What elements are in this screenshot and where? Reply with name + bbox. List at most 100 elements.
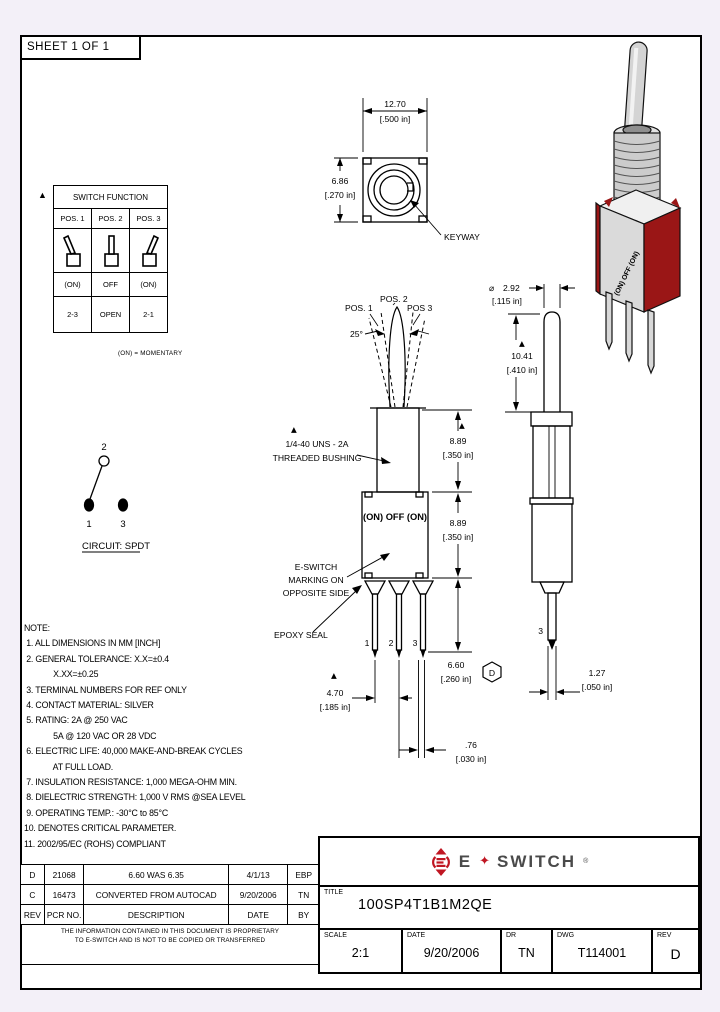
title-label: TITLE (324, 889, 344, 896)
pos2-label: POS. 2 (380, 294, 408, 304)
dim-actuator-dia-in: [.115 in] (492, 296, 522, 306)
momentary-footnote: (ON) = MOMENTARY (118, 350, 183, 357)
scale-label: SCALE (324, 932, 347, 939)
dim-pin-width-mm: .76 (465, 740, 477, 750)
drafter-label: DR (506, 932, 517, 939)
note-line: 11. 2002/95/EC (ROHS) COMPLIANT (24, 838, 166, 849)
dim-pin-span-in: [.185 in] (320, 702, 351, 712)
note-line: 1. ALL DIMENSIONS IN MM [INCH] (24, 638, 161, 649)
dim-top-width-in: [.500 in] (380, 114, 411, 124)
proprietary-line1: THE INFORMATION CONTAINED IN THIS DOCUME… (60, 928, 280, 935)
rev-label: REV (657, 932, 672, 939)
circuit-terminal-3: 3 (120, 519, 125, 530)
note-line: 7. INSULATION RESISTANCE: 1,000 MEGA-OHM… (24, 777, 237, 788)
title-block: E ✦ SWITCH ® TITLE 100SP4T1B1M2QE SCALE … (318, 836, 700, 974)
switch-function-table: SWITCH FUNCTION POS. 1 POS. 2 POS. 3 (ON… (53, 185, 168, 333)
note-line: 8. DIELECTRIC STRENGTH: 1,000 V RMS @SEA… (24, 792, 246, 803)
function-table-state1: (ON) (53, 272, 92, 297)
critical-marker-table-icon: ▲ (38, 190, 47, 200)
function-table-state3: (ON) (129, 272, 168, 297)
dim-pin-span-mm: 4.70 (327, 688, 344, 698)
terminal-2-label: 2 (389, 638, 394, 648)
note-line: NOTE: (24, 623, 50, 633)
circuit-label: CIRCUIT: SPDT (82, 541, 150, 552)
switch-photo: (ON) OFF (ON) (595, 41, 682, 375)
table-row: D 21068 6.60 WAS 6.35 4/1/13 EBP (20, 864, 320, 885)
keyway-label: KEYWAY (444, 232, 480, 242)
throw-angle-label: 25° (350, 329, 363, 339)
dim-body-height-in: [.350 in] (443, 532, 474, 542)
by-cell: EBP (287, 864, 320, 885)
dim-actuator-len-mm: 10.41 (511, 351, 533, 361)
drafter-cell: DR TN (502, 930, 553, 974)
dim-body-height-mm: 8.89 (450, 518, 467, 528)
function-table-pos1: POS. 1 (53, 208, 92, 229)
pos1-label: POS. 1 (345, 303, 373, 313)
function-table-conn2: OPEN (91, 296, 130, 333)
note-line: 4. CONTACT MATERIAL: SILVER (24, 700, 154, 711)
pcr-cell: 16473 (43, 884, 85, 905)
date-cell: 4/1/13 (227, 864, 289, 885)
rev-cell: D (20, 864, 45, 885)
note-line: 2. GENERAL TOLERANCE: X.X=±0.4 (24, 653, 169, 664)
note-line: AT FULL LOAD. (24, 761, 114, 772)
critical-marker-bushing-note-icon: ▲ (291, 425, 297, 434)
rev-header-cell: REV (20, 904, 45, 925)
marking-note-line3: OPPOSITE SIDE (283, 588, 350, 598)
terminal-3-label: 3 (413, 638, 418, 648)
toggle-left-icon (53, 228, 92, 273)
part-number: 100SP4T1B1M2QE (358, 897, 493, 913)
date-header-cell: DATE (227, 904, 289, 925)
dim-bushing-height-mm: 8.89 (450, 436, 467, 446)
scale-value: 2:1 (351, 946, 370, 960)
side-view (505, 284, 580, 700)
marking-note-line1: E-SWITCH (295, 562, 338, 572)
note-line: 3. TERMINAL NUMBERS FOR REF ONLY (24, 684, 187, 695)
brand-name-switch: SWITCH (497, 851, 577, 871)
note-line: 5A @ 120 VAC OR 28 VDC (24, 730, 157, 741)
note-line: X.XX=±0.25 (24, 669, 99, 680)
sheet-number-label: SHEET 1 OF 1 (20, 35, 141, 60)
rev-value: D (670, 946, 681, 962)
top-view (334, 98, 442, 236)
function-table-title: SWITCH FUNCTION (53, 185, 168, 209)
marking-note-line2: MARKING ON (288, 575, 343, 585)
rev-cell: REV D (653, 930, 698, 974)
brand-name-e: E (458, 851, 473, 871)
eswitch-logo-icon (431, 847, 450, 876)
drafter-value: TN (518, 946, 535, 960)
dim-pin-width-in: [.030 in] (456, 754, 487, 764)
toggle-right-icon (129, 228, 168, 273)
pos3-label: POS 3 (407, 303, 433, 313)
date-cell: DATE 9/20/2006 (403, 930, 502, 974)
note-line: 10. DENOTES CRITICAL PARAMETER. (24, 823, 177, 834)
rev-flag-hexagon-label: D (489, 668, 495, 678)
by-header-cell: BY (287, 904, 320, 925)
function-table-conn1: 2-3 (53, 296, 92, 333)
dwg-value: T114001 (577, 946, 627, 960)
notes-block: NOTE: 1. ALL DIMENSIONS IN MM [INCH] 2. … (24, 621, 324, 852)
desc-header-cell: DESCRIPTION (83, 904, 229, 925)
note-line: 9. OPERATING TEMP.: -30°C to 85°C (24, 807, 168, 818)
proprietary-notice: THE INFORMATION CONTAINED IN THIS DOCUME… (20, 925, 320, 965)
toggle-center-icon (91, 228, 130, 273)
title-block-fields: SCALE 2:1 DATE 9/20/2006 DR TN DWG T1140… (320, 930, 698, 974)
dim-pin-thickness-mm: 1.27 (589, 668, 606, 678)
date-label: DATE (407, 932, 426, 939)
note-line: 5. RATING: 2A @ 250 VAC (24, 715, 128, 726)
circuit-terminal-1: 1 (86, 519, 91, 530)
circuit-terminal-2: 2 (101, 442, 106, 453)
circuit-diagram (82, 455, 140, 553)
dim-actuator-len-in: [.410 in] (507, 365, 538, 375)
desc-cell: CONVERTED FROM AUTOCAD (83, 884, 229, 905)
revision-table: D 21068 6.60 WAS 6.35 4/1/13 EBP C 16473… (20, 864, 320, 925)
dim-top-height-in: [.270 in] (325, 190, 356, 200)
scale-cell: SCALE 2:1 (320, 930, 403, 974)
table-row: C 16473 CONVERTED FROM AUTOCAD 9/20/2006… (20, 884, 320, 905)
by-cell: TN (287, 884, 320, 905)
side-terminal-3-label: 3 (538, 626, 543, 636)
dwg-label: DWG (557, 932, 575, 939)
bushing-note-line1: 1/4-40 UNS - 2A (285, 439, 348, 449)
front-view (312, 302, 502, 758)
